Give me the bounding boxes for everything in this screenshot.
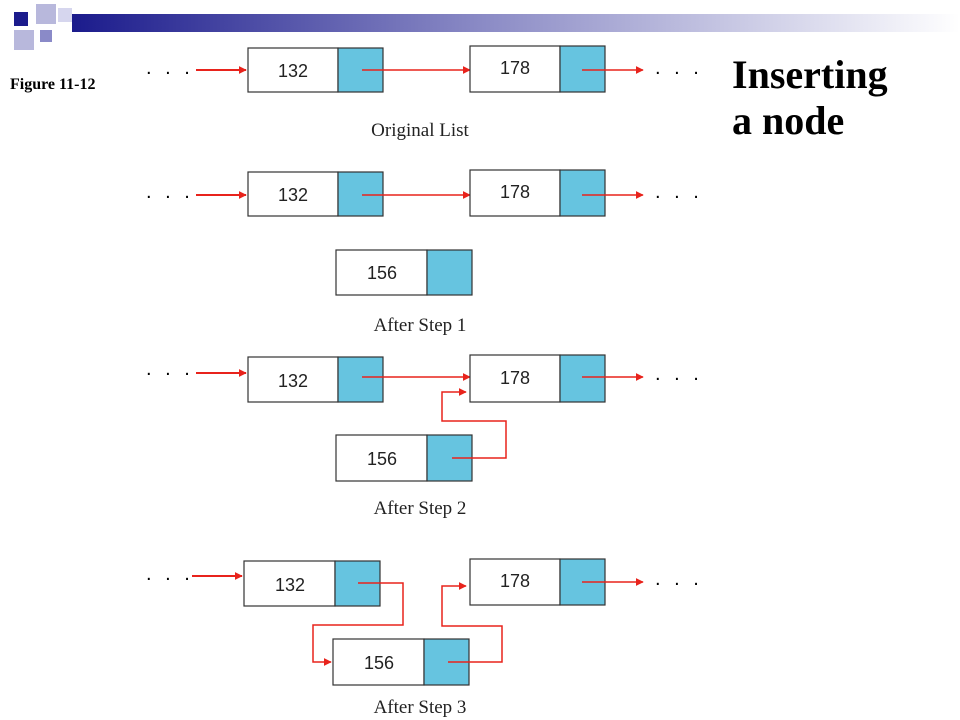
ellipsis-left: . . .	[146, 563, 194, 585]
node-value: 156	[367, 449, 397, 469]
node-pointer-cell	[337, 356, 384, 403]
node-data-cell	[469, 354, 561, 403]
node-156-new: 156	[335, 249, 473, 296]
link-arrow-132-to-156	[312, 582, 404, 666]
header-square-light	[36, 4, 56, 24]
ellipsis-left: . . .	[146, 181, 194, 203]
node-value: 178	[500, 571, 530, 591]
node-value: 178	[500, 182, 530, 202]
node-178: 178	[469, 169, 606, 217]
title-line-2: a node	[732, 98, 845, 143]
header-gradient-bar	[72, 14, 960, 32]
diagram-after-step-1: . . . 132 178 . . . 156 After Step 1	[146, 169, 703, 336]
node-data-cell	[469, 169, 561, 217]
ellipsis-left: . . .	[146, 358, 194, 380]
caption-original-list: Original List	[371, 120, 469, 141]
header-square-mid	[14, 30, 34, 50]
node-value: 132	[278, 371, 308, 391]
node-value: 132	[278, 185, 308, 205]
diagram-original-list: . . . 132 178 . . . Original List	[146, 45, 703, 141]
header-square-small	[40, 30, 52, 42]
node-132: 132	[247, 356, 384, 403]
node-value: 156	[364, 653, 394, 673]
ellipsis-right: . . .	[655, 181, 703, 203]
slide-title: Inserting a node	[732, 52, 888, 144]
node-data-cell	[243, 560, 336, 607]
node-178: 178	[469, 354, 606, 403]
figure-label: Figure 11-12	[10, 76, 96, 93]
node-pointer-cell	[559, 45, 606, 93]
node-data-cell	[335, 434, 428, 482]
node-data-cell	[247, 171, 339, 217]
node-pointer-cell	[559, 169, 606, 217]
ellipsis-right: . . .	[655, 363, 703, 385]
node-pointer-cell	[426, 249, 473, 296]
diagram-after-step-2: . . . 132 178 . . . 156 After Step 2	[146, 354, 703, 519]
node-156-new: 156	[335, 434, 473, 482]
node-pointer-cell	[337, 171, 384, 217]
caption-after-step-3: After Step 3	[374, 697, 467, 718]
ellipsis-right: . . .	[655, 568, 703, 590]
node-value: 132	[275, 575, 305, 595]
node-data-cell	[247, 356, 339, 403]
node-132: 132	[247, 171, 384, 217]
node-178: 178	[469, 45, 606, 93]
header-square-pale	[58, 8, 72, 22]
node-pointer-cell	[559, 354, 606, 403]
node-value: 156	[367, 263, 397, 283]
caption-after-step-2: After Step 2	[374, 498, 467, 519]
node-132: 132	[247, 47, 384, 93]
ellipsis-left: . . .	[146, 57, 194, 79]
link-arrow-156-to-178	[441, 582, 503, 663]
node-132: 132	[243, 560, 381, 607]
header-square-dark	[14, 12, 28, 26]
node-value: 178	[500, 368, 530, 388]
node-value: 178	[500, 58, 530, 78]
caption-after-step-1: After Step 1	[374, 315, 467, 336]
diagram-after-step-3: . . . 132 178 . . . 156 After Step 3	[146, 558, 703, 718]
link-arrow-156-to-178	[441, 388, 507, 459]
ellipsis-right: . . .	[655, 57, 703, 79]
header-decoration	[14, 4, 960, 50]
node-data-cell	[247, 47, 339, 93]
node-data-cell	[332, 638, 425, 686]
node-value: 132	[278, 61, 308, 81]
node-data-cell	[469, 558, 561, 606]
title-line-1: Inserting	[732, 52, 888, 97]
